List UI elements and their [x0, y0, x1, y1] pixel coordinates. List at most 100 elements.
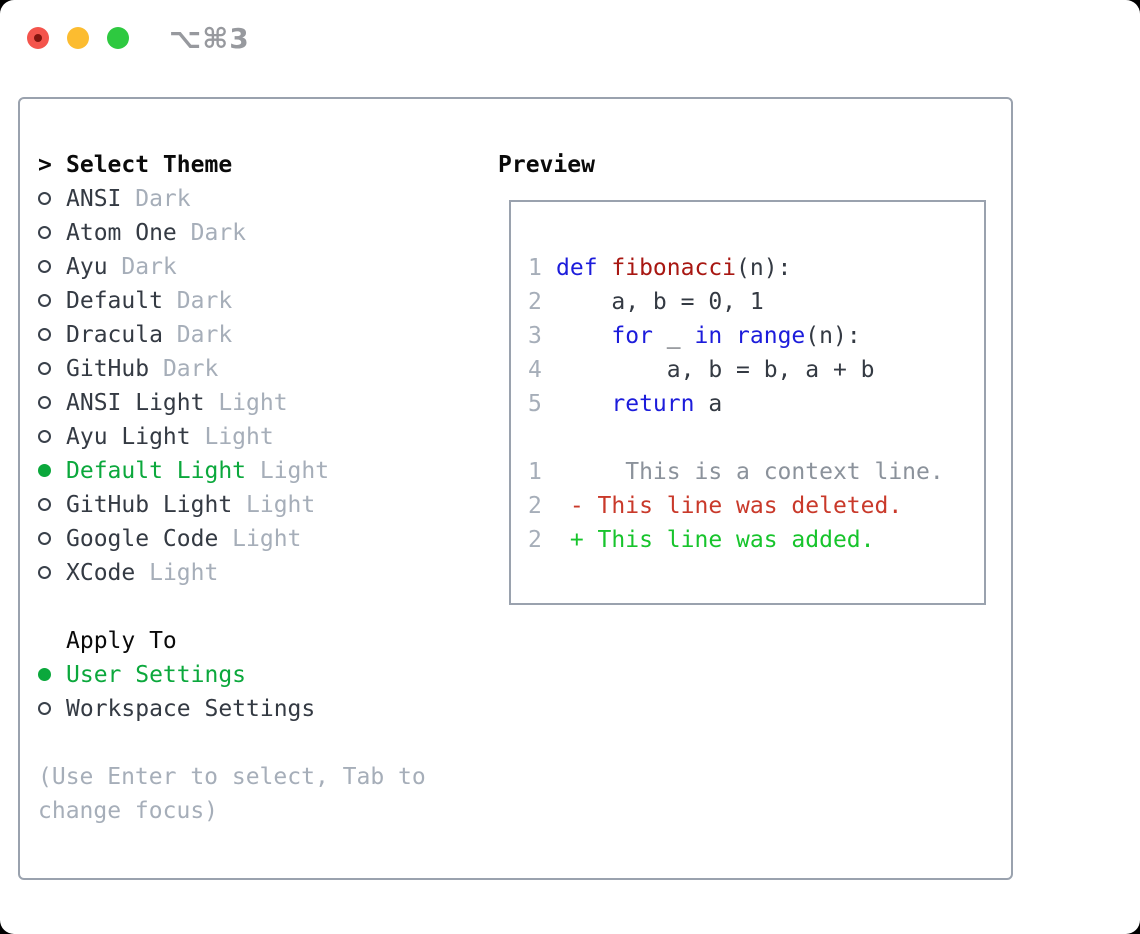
- theme-item-google-code-light[interactable]: Google Code Light: [38, 522, 1011, 556]
- theme-item-atom-one-dark[interactable]: Atom One Dark: [38, 216, 1011, 250]
- option-name: Workspace Settings: [66, 696, 316, 722]
- theme-name: Atom One: [66, 220, 177, 246]
- theme-item-default-dark[interactable]: Default Dark: [38, 284, 1011, 318]
- option-name: User Settings: [66, 662, 247, 688]
- diff-text: - This line was deleted.: [556, 493, 903, 519]
- radio-selected-icon: [38, 658, 66, 692]
- line-number: 5: [528, 391, 542, 417]
- code-token: range: [736, 323, 806, 349]
- radio-icon: [38, 692, 66, 726]
- radio-selected-icon: [38, 454, 66, 488]
- radio-icon: [38, 488, 66, 522]
- theme-item-dracula-dark[interactable]: Dracula Dark: [38, 318, 1011, 352]
- theme-variant-tag: Light: [218, 390, 288, 416]
- code-token: (n):: [736, 255, 792, 281]
- diff-context-line: 1 This is a context line.: [528, 455, 984, 489]
- code-line: 4 a, b = b, a + b: [528, 353, 984, 387]
- theme-name: Google Code: [66, 526, 219, 552]
- code-token: fibonacci: [611, 255, 737, 281]
- theme-name: GitHub Light: [66, 492, 233, 518]
- code-token: [556, 391, 611, 417]
- theme-name: Default Light: [66, 458, 247, 484]
- theme-variant-tag: Dark: [121, 254, 177, 280]
- pointer-icon: >: [38, 152, 52, 178]
- theme-variant-tag: Dark: [162, 356, 219, 382]
- theme-name: Ayu Light: [66, 424, 191, 450]
- theme-variant-tag: Light: [259, 458, 330, 484]
- diff-text: This is a context line.: [556, 459, 944, 485]
- radio-icon: [38, 250, 66, 284]
- theme-variant-tag: Dark: [135, 186, 191, 212]
- theme-variant-tag: Dark: [176, 288, 233, 314]
- gap: [528, 421, 984, 455]
- theme-item-ayu-dark[interactable]: Ayu Dark: [38, 250, 1011, 284]
- theme-item-xcode-light[interactable]: XCode Light: [38, 556, 1011, 590]
- line-number: 2: [528, 289, 542, 315]
- theme-name: Default: [66, 288, 163, 314]
- theme-item-github-light[interactable]: GitHub Light Light: [38, 488, 1011, 522]
- theme-name: ANSI Light: [66, 390, 205, 416]
- code-token: a, b = b, a + b: [556, 357, 875, 383]
- theme-name: Ayu: [66, 254, 108, 280]
- gap: [38, 726, 1011, 760]
- radio-icon: [38, 420, 66, 454]
- line-number: 2: [528, 493, 542, 519]
- code-token: return: [611, 391, 695, 417]
- theme-variant-tag: Light: [246, 492, 316, 518]
- code-line: 3 for _ in range(n):: [528, 319, 984, 353]
- radio-icon: [38, 284, 66, 318]
- theme-variant-tag: Light: [204, 424, 274, 450]
- radio-icon: [38, 182, 66, 216]
- radio-icon: [38, 318, 66, 352]
- page-title: Select Theme: [66, 152, 233, 178]
- code-token: def: [556, 255, 612, 281]
- theme-item-ansi-dark[interactable]: ANSI Dark: [38, 182, 1011, 216]
- line-number: 2: [528, 527, 542, 553]
- radio-icon: [38, 522, 66, 556]
- theme-item-ansi-light[interactable]: ANSI Light Light: [38, 386, 1011, 420]
- theme-variant-tag: Dark: [190, 220, 247, 246]
- radio-icon: [38, 216, 66, 250]
- apply-option-workspace-settings[interactable]: Workspace Settings: [38, 692, 1011, 726]
- theme-variant-tag: Light: [232, 526, 302, 552]
- theme-name: ANSI: [66, 186, 122, 212]
- radio-icon: [38, 352, 66, 386]
- diff-deleted-line: 2 - This line was deleted.: [528, 489, 984, 523]
- zoom-button[interactable]: [107, 27, 129, 49]
- diff-text: + This line was added.: [556, 527, 875, 553]
- theme-item-default-light[interactable]: Default Light Light: [38, 454, 1011, 488]
- keyboard-shortcut-label: ⌥⌘3: [169, 21, 250, 55]
- code-line: 5 return a: [528, 387, 984, 421]
- minimize-button[interactable]: [67, 27, 89, 49]
- code-line: 1 def fibonacci(n):: [528, 251, 984, 285]
- theme-name: GitHub: [66, 356, 150, 382]
- code-token: a: [694, 391, 723, 417]
- radio-icon: [38, 386, 66, 420]
- theme-name: Dracula: [66, 322, 163, 348]
- apply-option-user-settings[interactable]: User Settings: [38, 658, 1011, 692]
- line-number: 1: [528, 255, 542, 281]
- theme-item-ayu-light[interactable]: Ayu Light Light: [38, 420, 1011, 454]
- theme-variant-tag: Dark: [176, 322, 233, 348]
- titlebar: ⌥⌘3: [27, 22, 250, 55]
- diff-added-line: 2 + This line was added.: [528, 523, 984, 557]
- theme-variant-tag: Light: [149, 560, 219, 586]
- code-token: _: [652, 323, 695, 349]
- code-line: 2 a, b = 0, 1: [528, 285, 984, 319]
- theme-item-github-dark[interactable]: GitHub Dark: [38, 352, 1011, 386]
- close-button[interactable]: [27, 27, 49, 49]
- apply-to-label: Apply To: [66, 628, 177, 654]
- theme-name: XCode: [66, 560, 136, 586]
- code-token: (n):: [805, 323, 861, 349]
- help-text: (Use Enter to select, Tab to change focu…: [38, 764, 426, 824]
- line-number: 3: [528, 323, 542, 349]
- code-token: for: [611, 323, 653, 349]
- line-number: 4: [528, 357, 542, 383]
- code-token: in: [694, 323, 723, 349]
- line-number: 1: [528, 459, 542, 485]
- preview-title: Preview: [498, 152, 595, 178]
- radio-icon: [38, 556, 66, 590]
